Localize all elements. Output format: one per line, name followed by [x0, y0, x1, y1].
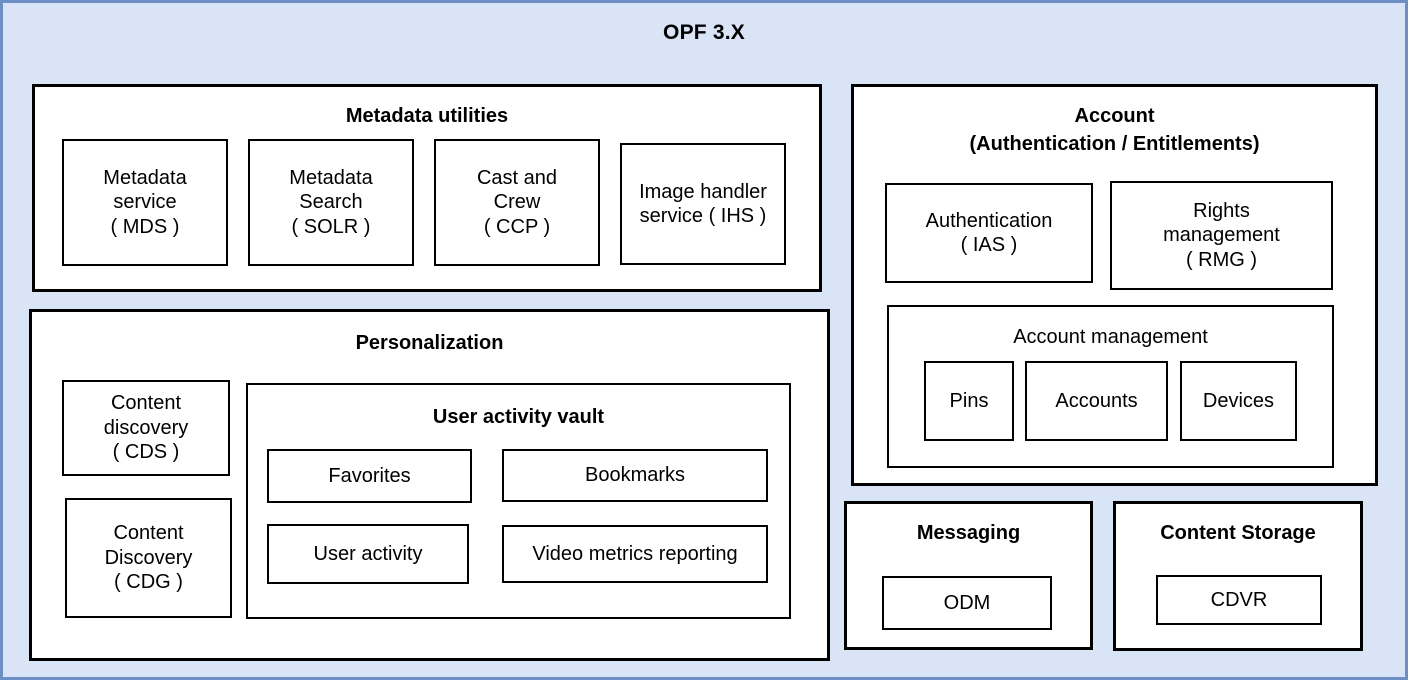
box-cast-and-crew: Cast and Crew ( CCP ) — [434, 139, 600, 266]
group-account-management-title: Account management — [1013, 326, 1208, 348]
box-metadata-search-line3: ( SOLR ) — [291, 215, 371, 238]
box-video-metrics-reporting: Video metrics reporting — [502, 525, 768, 583]
group-messaging-title: Messaging — [916, 522, 1021, 544]
box-cdvr: CDVR — [1156, 575, 1322, 625]
box-pins-label: Pins — [949, 389, 989, 412]
box-user-activity-label: User activity — [313, 542, 423, 565]
box-metadata-service-line3: ( MDS ) — [110, 215, 180, 238]
box-authentication-ias-line1: Authentication — [925, 209, 1053, 232]
box-rights-management-rmg-line1: Rights — [1193, 199, 1250, 222]
box-content-discovery-cds-line3: ( CDS ) — [112, 441, 180, 464]
box-cast-and-crew-line1: Cast and — [476, 166, 558, 189]
box-authentication-ias-line2: ( IAS ) — [960, 234, 1018, 256]
box-favorites: Favorites — [267, 449, 472, 503]
box-cast-and-crew-line2: Crew — [493, 191, 541, 214]
box-metadata-service: Metadata service ( MDS ) — [62, 139, 228, 266]
box-rights-management-rmg-line3: ( RMG ) — [1185, 248, 1258, 271]
box-pins: Pins — [924, 361, 1014, 441]
box-accounts: Accounts — [1025, 361, 1168, 441]
box-metadata-search: Metadata Search ( SOLR ) — [248, 139, 414, 266]
box-bookmarks-label: Bookmarks — [584, 464, 686, 487]
box-metadata-service-line1: Metadata — [103, 166, 187, 189]
box-odm: ODM — [882, 576, 1052, 630]
box-image-handler-service: Image handler service ( IHS ) — [620, 143, 786, 265]
diagram-title: OPF 3.X — [663, 21, 745, 44]
box-cast-and-crew-line3: ( CCP ) — [483, 215, 551, 238]
box-content-discovery-cdg-line1: Content — [113, 522, 184, 545]
box-image-handler-service-line2: service ( IHS ) — [639, 205, 767, 227]
group-account-title-line2: (Authentication / Entitlements) — [969, 133, 1260, 155]
box-devices: Devices — [1180, 361, 1297, 441]
box-odm-label: ODM — [943, 591, 991, 614]
box-content-discovery-cdg-line3: ( CDG ) — [114, 571, 183, 594]
box-rights-management-rmg: Rights management ( RMG ) — [1110, 181, 1333, 290]
box-video-metrics-reporting-label: Video metrics reporting — [532, 542, 738, 565]
box-content-discovery-cds-line2: discovery — [103, 416, 189, 439]
box-metadata-service-line2: service — [113, 191, 177, 214]
box-cdvr-label: CDVR — [1210, 588, 1268, 611]
box-content-discovery-cds: Content discovery ( CDS ) — [62, 380, 230, 476]
box-metadata-search-line1: Metadata — [289, 166, 373, 189]
group-account-title-line1: Account — [1074, 105, 1155, 127]
group-metadata-utilities-title: Metadata utilities — [345, 105, 509, 127]
box-content-discovery-cdg: Content Discovery ( CDG ) — [65, 498, 232, 618]
box-image-handler-service-line1: Image handler — [639, 180, 767, 203]
box-content-discovery-cds-line1: Content — [110, 392, 182, 415]
box-content-discovery-cdg-line2: Discovery — [104, 546, 193, 569]
box-authentication-ias: Authentication ( IAS ) — [885, 183, 1093, 283]
group-user-activity-vault-title: User activity vault — [432, 406, 605, 428]
box-rights-management-rmg-line2: management — [1163, 224, 1280, 247]
box-accounts-label: Accounts — [1055, 389, 1138, 412]
group-personalization-title: Personalization — [355, 332, 504, 354]
box-user-activity: User activity — [267, 524, 469, 584]
box-metadata-search-line2: Search — [299, 191, 363, 214]
box-bookmarks: Bookmarks — [502, 449, 768, 502]
group-content-storage-title: Content Storage — [1160, 522, 1316, 544]
box-favorites-label: Favorites — [328, 464, 411, 487]
box-devices-label: Devices — [1202, 389, 1275, 412]
